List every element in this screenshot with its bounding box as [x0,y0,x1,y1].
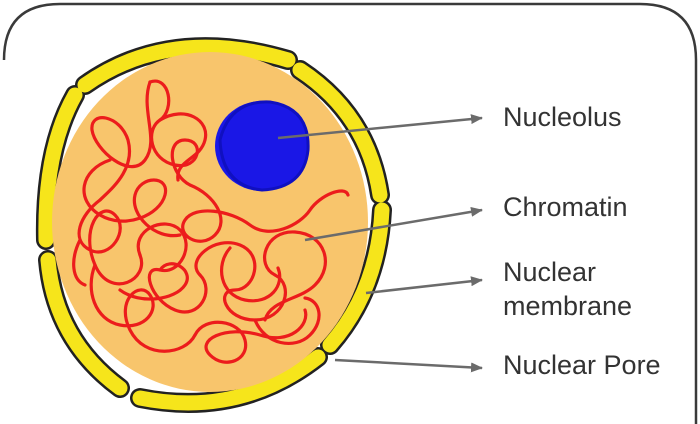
pointer-arrows [277,114,483,373]
label-nuclear-membrane-line1: Nuclear [503,257,596,287]
chromatin-strands [72,79,350,364]
label-nuclear-pore: Nuclear Pore [503,350,661,380]
label-nuclear-membrane-line2: membrane [503,291,632,321]
arrow-chromatin [304,206,483,242]
label-chromatin: Chromatin [503,192,628,222]
label-nucleolus: Nucleolus [503,102,622,132]
arrow-nuclear-pore [334,358,483,373]
nuclear-membrane-fill [38,39,390,411]
arrow-nucleolus [277,114,483,140]
arrow-nuclear-membrane [365,276,483,295]
nucleolus-shape [215,100,310,192]
